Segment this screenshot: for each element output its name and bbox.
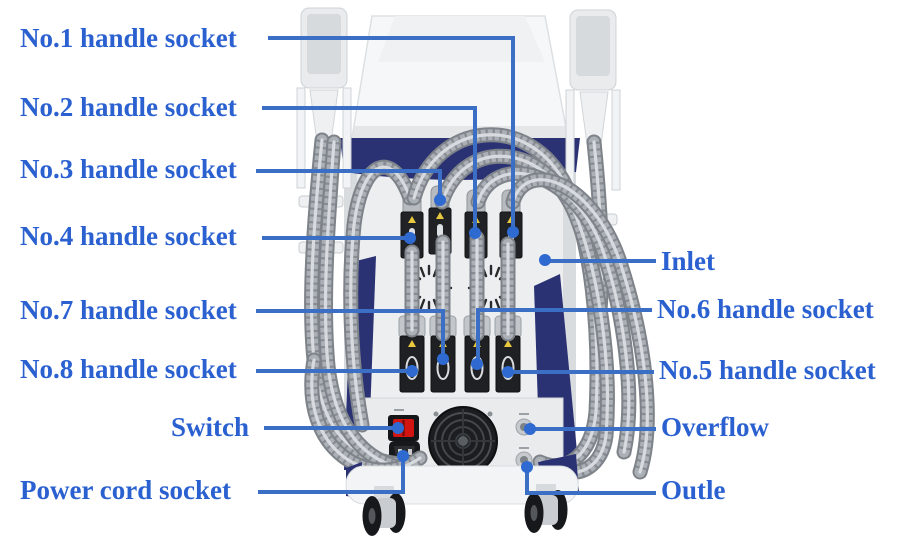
label-inlet: Inlet xyxy=(661,246,715,276)
cradle-rail xyxy=(342,87,352,189)
label-switch: Switch xyxy=(171,412,250,442)
label-no8-handle-socket: No.8 handle socket xyxy=(20,354,237,384)
leader-overflow xyxy=(524,423,656,435)
label-no4-handle-socket: No.4 handle socket xyxy=(20,221,237,251)
label-overflow: Overflow xyxy=(661,412,769,442)
leader-no4 xyxy=(262,232,416,244)
caster-right xyxy=(524,484,568,533)
cradle-rail xyxy=(296,87,306,189)
leader-power-cord xyxy=(258,450,409,494)
label-no6-handle-socket: No.6 handle socket xyxy=(657,294,874,324)
leader-no8 xyxy=(256,365,418,377)
leader-no7 xyxy=(256,309,449,365)
cradle-rail xyxy=(611,89,621,191)
caster-left xyxy=(362,486,406,536)
handle-face-right xyxy=(576,16,610,76)
leader-no5 xyxy=(502,366,654,378)
label-no3-handle-socket: No.3 handle socket xyxy=(20,154,237,184)
handle-face-left xyxy=(307,14,341,74)
leader-no6 xyxy=(471,308,652,370)
leader-switch xyxy=(264,422,404,434)
label-no5-handle-socket: No.5 handle socket xyxy=(659,355,876,385)
label-power-cord-socket: Power cord socket xyxy=(20,475,231,505)
label-no1-handle-socket: No.1 handle socket xyxy=(20,23,237,53)
leader-no2 xyxy=(262,106,481,239)
label-no7-handle-socket: No.7 handle socket xyxy=(20,295,237,325)
label-outlet: Outle xyxy=(661,475,726,505)
machine-base xyxy=(345,454,579,536)
leader-no3 xyxy=(256,169,446,206)
leader-inlet xyxy=(539,254,656,266)
label-no2-handle-socket: No.2 handle socket xyxy=(20,92,237,122)
leader-no1 xyxy=(268,36,519,238)
leader-outlet xyxy=(521,461,656,495)
rear-upper-panel xyxy=(357,172,563,402)
